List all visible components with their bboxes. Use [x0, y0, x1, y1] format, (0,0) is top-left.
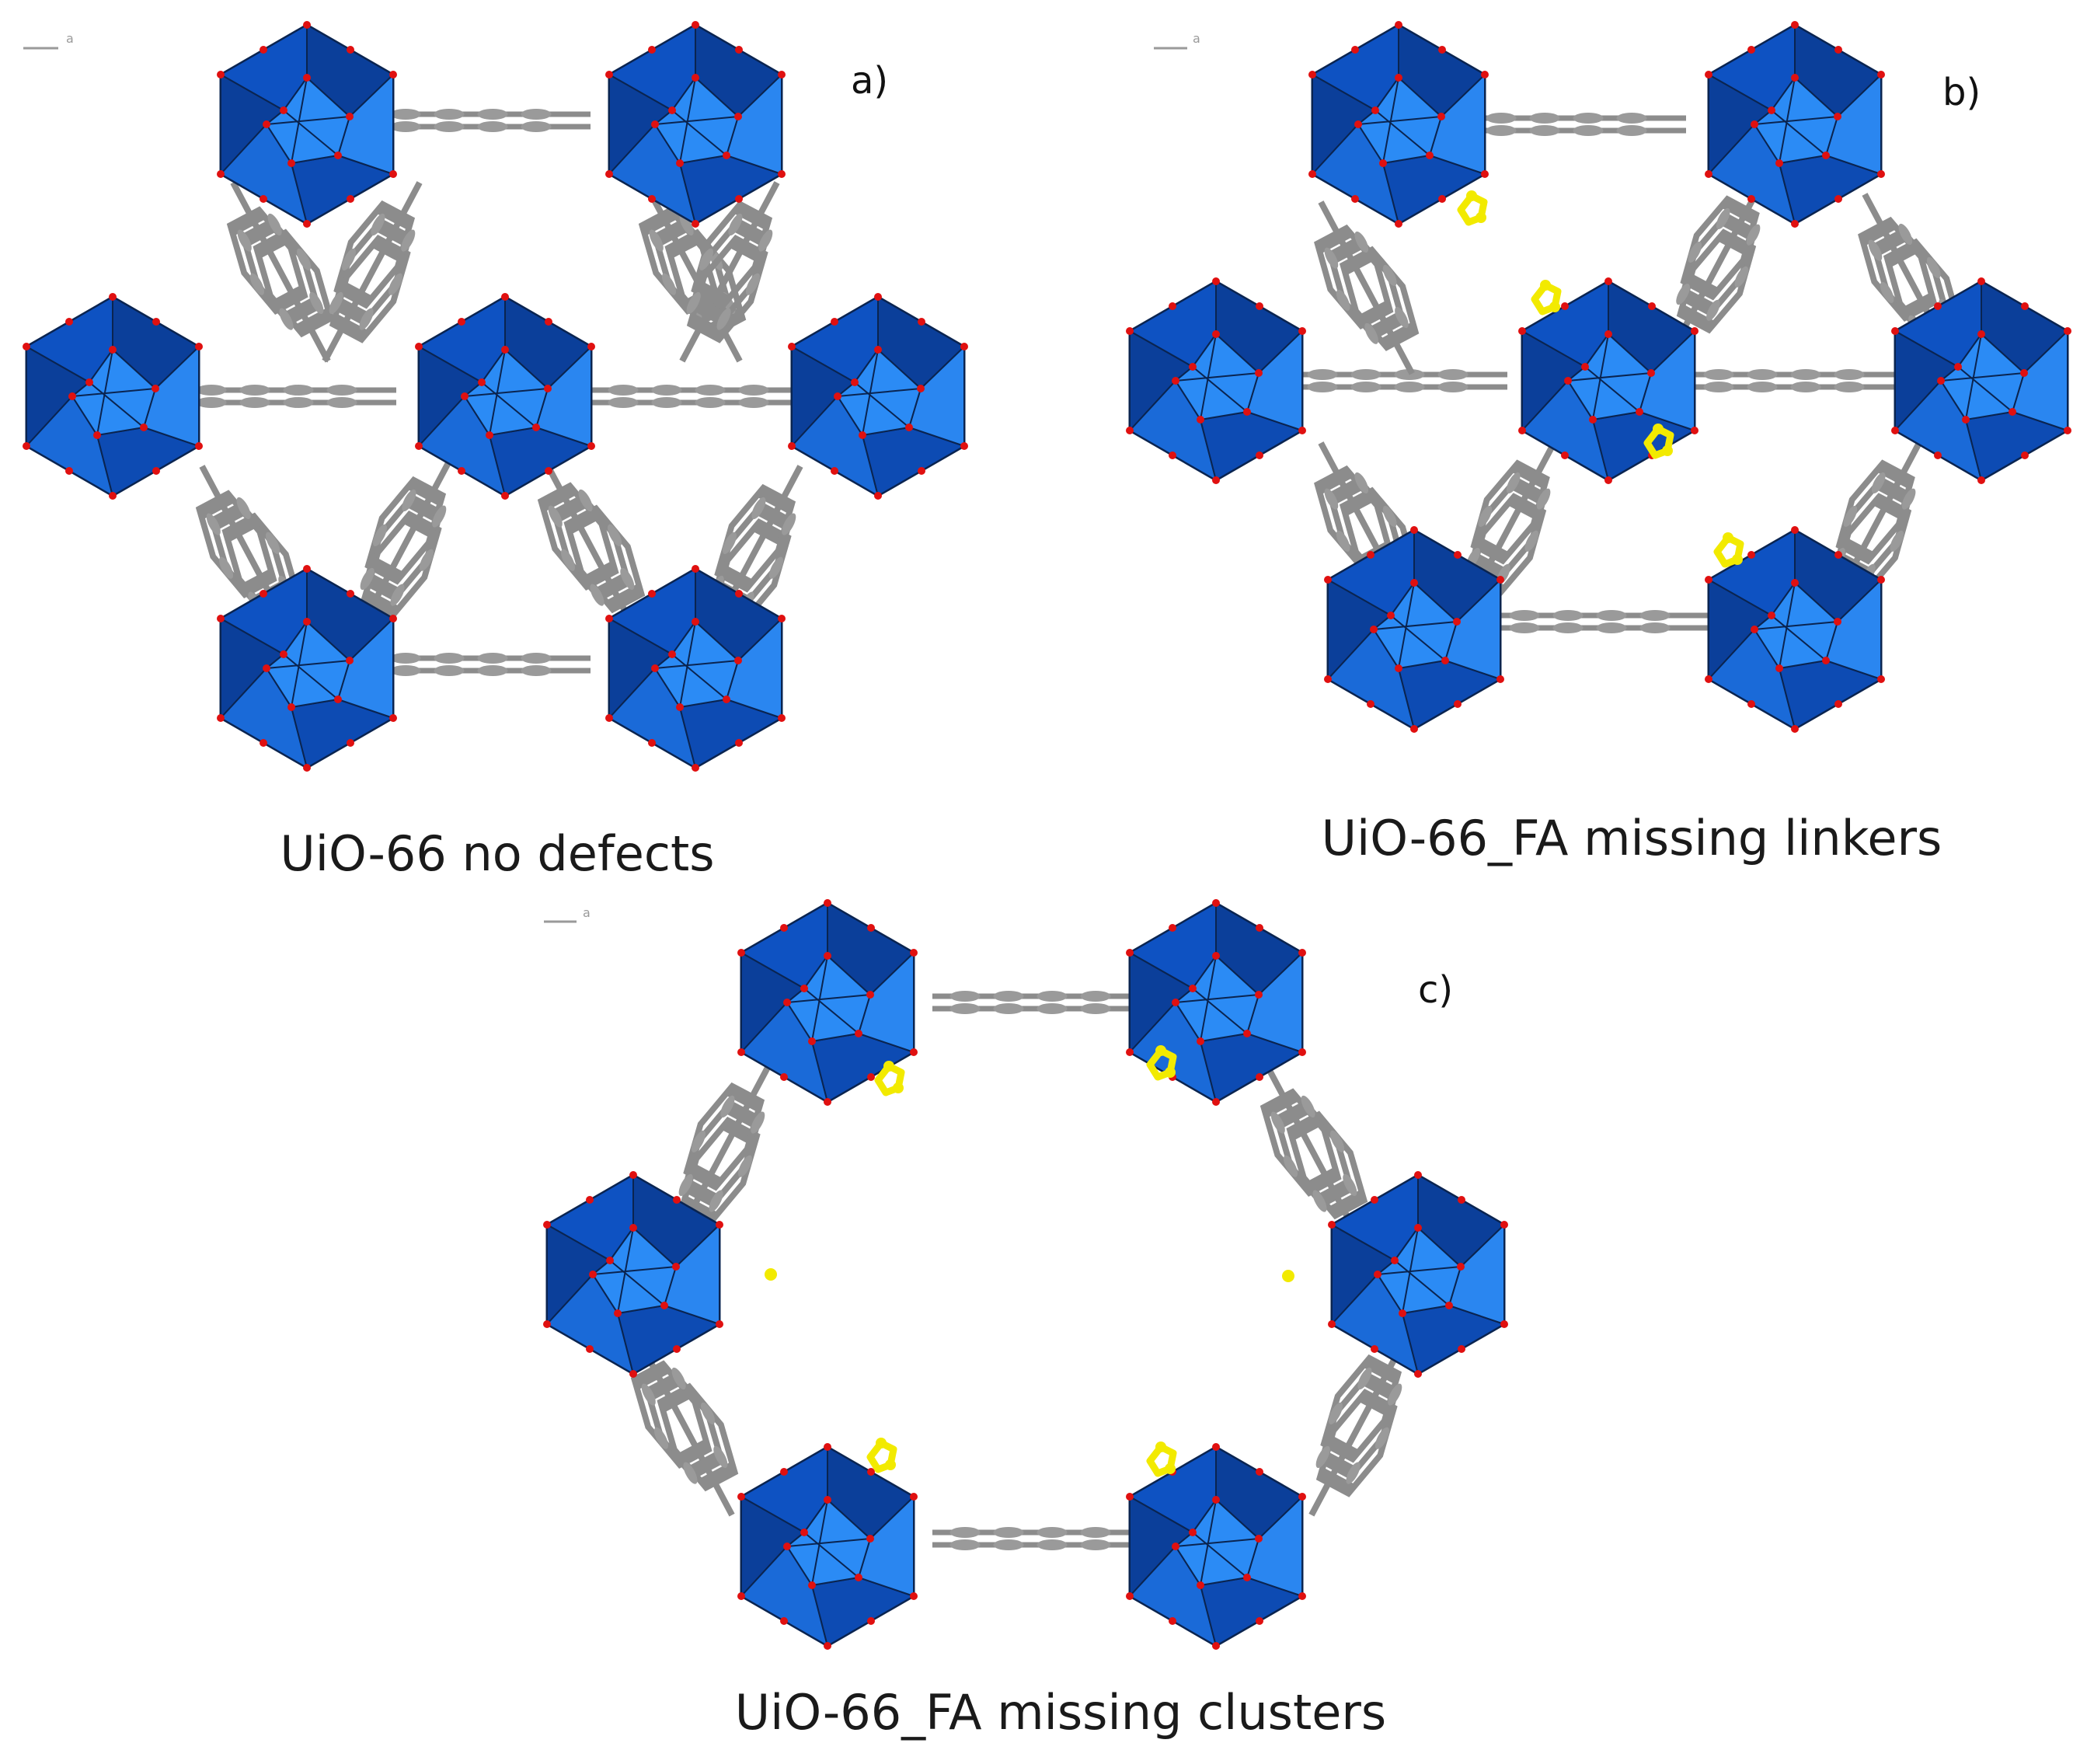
- panel-caption: UiO-66_FA missing clusters: [735, 1684, 1386, 1741]
- panel-letter: b): [1942, 71, 1981, 114]
- axis-tag-a: a: [66, 31, 74, 46]
- zr-clusters: [542, 898, 1510, 1651]
- panel-c: a c) UiO-66_FA missing clus: [542, 898, 1510, 1741]
- panel-caption: UiO-66_FA missing linkers: [1322, 810, 1942, 866]
- panel-a: a a) UiO-66 no defects: [21, 19, 970, 882]
- panel-letter: c): [1418, 968, 1453, 1012]
- axis-tag-b: a: [1193, 31, 1200, 46]
- linkers: [608, 991, 1435, 1550]
- axis-tag-c: a: [583, 905, 591, 920]
- panel-letter: a): [851, 59, 888, 103]
- panel-b: a b) U: [1124, 19, 2073, 866]
- formate-markers: [765, 1045, 1294, 1474]
- panel-caption: UiO-66 no defects: [280, 825, 714, 882]
